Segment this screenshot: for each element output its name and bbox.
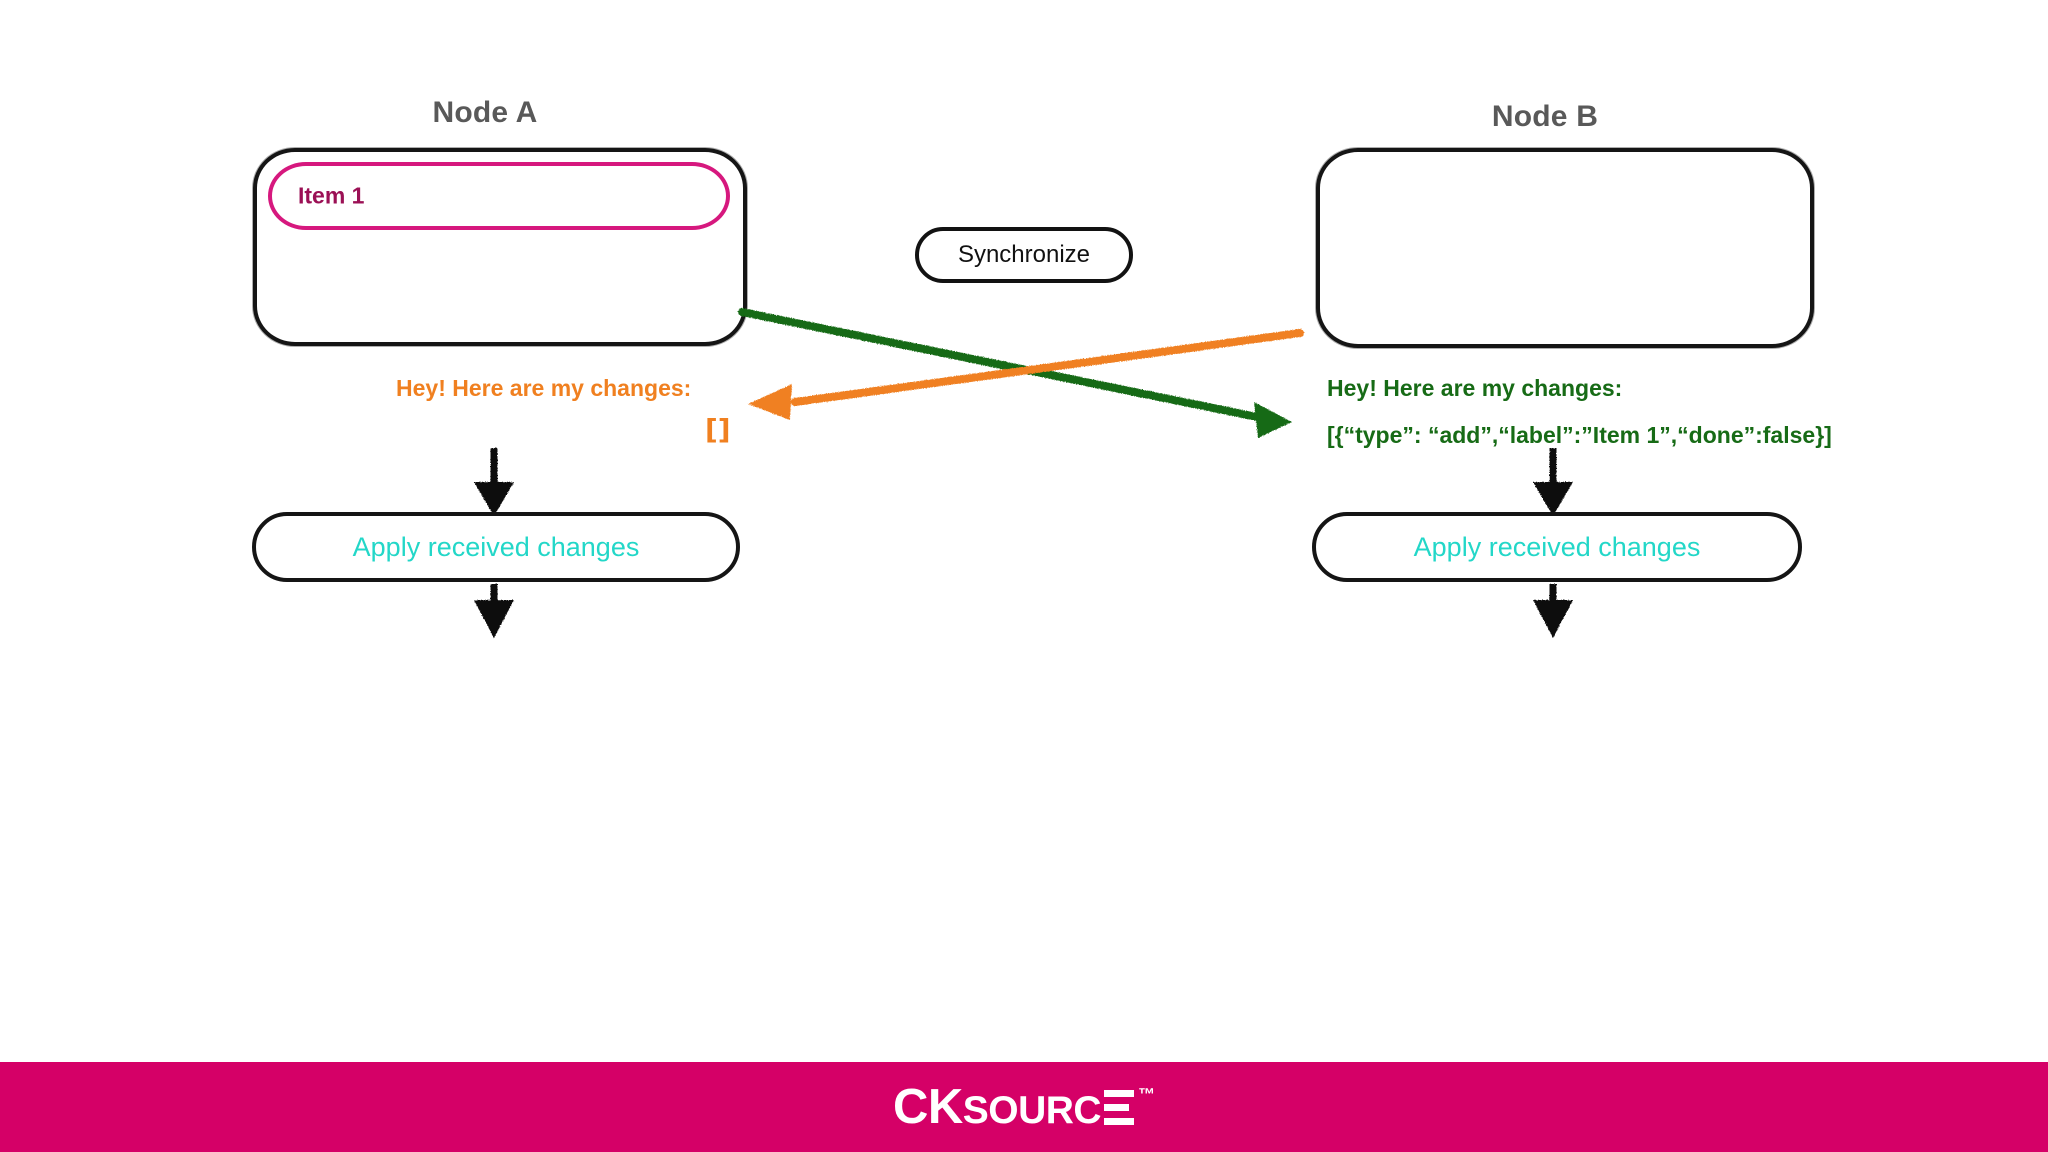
arrow-down-right-top — [1533, 448, 1573, 516]
footer-bar: CKSOURC ™ — [0, 1062, 2048, 1152]
arrow-b-to-a — [748, 329, 1304, 420]
node-a-item-1[interactable]: Item 1 — [268, 162, 730, 230]
arrow-down-left-bottom — [474, 584, 514, 638]
apply-changes-label-left: Apply received changes — [352, 531, 640, 562]
logo-ck: CK — [892, 1079, 963, 1134]
left-message-payload: [] — [705, 413, 731, 446]
synchronize-button[interactable]: Synchronize — [915, 227, 1133, 283]
apply-changes-box-left[interactable]: Apply received changes — [252, 512, 740, 582]
node-a-item-1-label: Item 1 — [298, 182, 365, 209]
arrow-down-left-top — [474, 448, 514, 516]
arrow-down-right-bottom — [1533, 584, 1573, 638]
apply-changes-box-right[interactable]: Apply received changes — [1312, 512, 1802, 582]
logo-source: SOURC — [962, 1088, 1102, 1132]
synchronize-button-label: Synchronize — [957, 241, 1091, 268]
trademark-symbol: ™ — [1138, 1084, 1156, 1104]
right-message-payload: [{“type”: “add”,“label”:”Item 1”,“done”:… — [1327, 422, 1832, 448]
node-a-title: Node A — [432, 96, 538, 129]
right-message-heading: Hey! Here are my changes: — [1327, 375, 1623, 401]
apply-changes-label-right: Apply received changes — [1413, 531, 1701, 562]
logo-e-glyph-icon — [1104, 1089, 1135, 1125]
arrow-a-to-b — [738, 308, 1292, 438]
left-message-heading: Hey! Here are my changes: — [396, 375, 692, 401]
cksource-logo-text: CKSOURC — [892, 1079, 1135, 1134]
cksource-logo: CKSOURC ™ — [892, 1079, 1156, 1134]
node-b-title: Node B — [1491, 100, 1599, 133]
node-b-container — [1316, 148, 1814, 348]
